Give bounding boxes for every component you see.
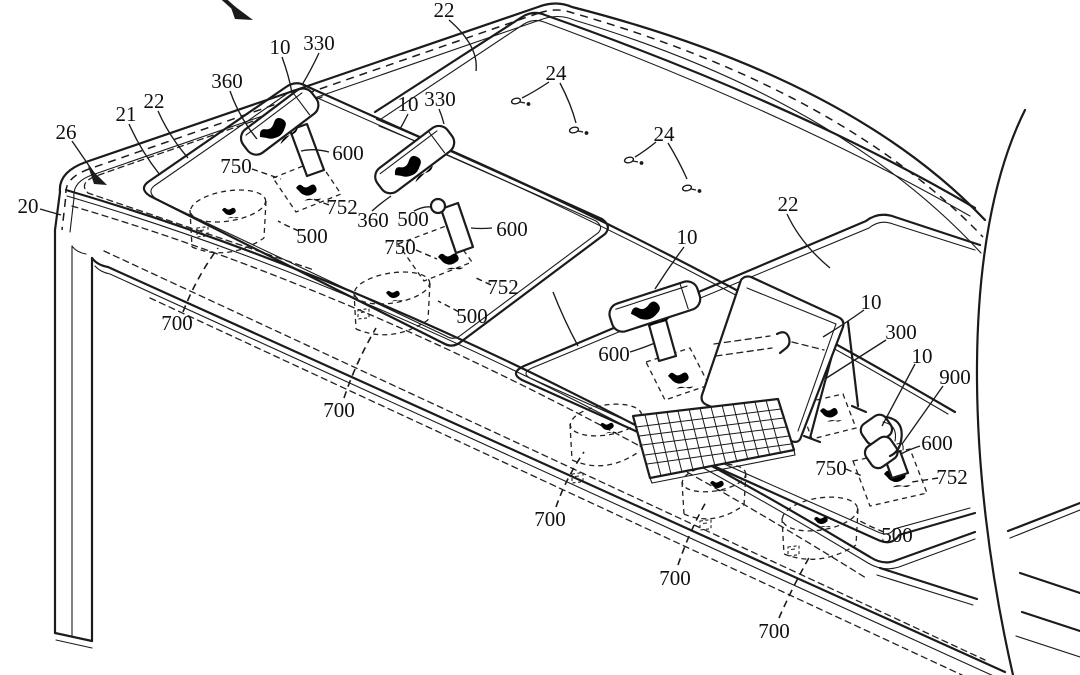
leader-lines [39, 0, 944, 533]
ref-label-21-8: 21 [116, 102, 137, 126]
stand-pivot-ring [429, 197, 447, 215]
hidden-frame-26 [83, 96, 323, 271]
leader-700-1 [182, 247, 219, 313]
ref-label-360-3: 360 [211, 69, 243, 93]
ref-label-700-37: 700 [758, 619, 790, 643]
hidden-face-line-1 [71, 205, 867, 579]
ref-label-360-16: 360 [357, 208, 389, 232]
well-5 [781, 496, 859, 560]
leader-700-2 [343, 327, 377, 399]
hidden-face-line-3 [149, 297, 963, 675]
devices [239, 87, 910, 484]
leader-700-3 [555, 451, 585, 508]
ref-label-10-20: 10 [677, 225, 698, 249]
headphones [859, 413, 910, 480]
panel-left [142, 82, 609, 347]
recess-3 [645, 347, 710, 401]
table-leg-bottom [53, 631, 94, 643]
ref-label-500-15: 500 [296, 224, 328, 248]
ref-label-750-13: 750 [220, 154, 252, 178]
ref-label-600-18: 600 [496, 217, 528, 241]
ref-label-752-22: 752 [487, 275, 519, 299]
headphone-cup-2 [863, 435, 899, 470]
break-resume-lower [1018, 571, 1080, 633]
ref-label-752-33: 752 [936, 465, 968, 489]
leader-700-4 [677, 501, 707, 566]
ref-label-10-24: 10 [861, 290, 882, 314]
ref-label-10-1: 10 [270, 35, 291, 59]
table-right-end-edge-2 [876, 574, 974, 606]
figure-pointer-arrow [221, 0, 253, 20]
ref-label-330-2: 330 [303, 31, 335, 55]
ref-label-700-35: 700 [534, 507, 566, 531]
ref-label-22-21: 22 [778, 192, 799, 216]
recess-2 [396, 225, 474, 282]
phone-stand-arm-2 [439, 201, 475, 255]
panel-right-inner [525, 221, 976, 535]
panel-right [514, 213, 982, 544]
well-2 [353, 271, 431, 336]
surface-panels [142, 11, 982, 544]
table-front-bottom-edge-2 [94, 265, 993, 675]
headphone-band [884, 415, 903, 458]
table [53, 2, 1080, 675]
ref-label-500-17: 500 [397, 207, 429, 231]
panel-back-inner [378, 19, 971, 415]
ref-label-700-30: 700 [323, 398, 355, 422]
smartphone-2 [374, 124, 456, 195]
ref-label-20-12: 20 [18, 194, 39, 218]
ref-label-10-28: 10 [912, 344, 933, 368]
ref-label-600-27: 600 [598, 342, 630, 366]
table-back-edge-outer [53, 2, 987, 635]
port-icon-2 [568, 125, 590, 136]
leader-700-5 [778, 555, 811, 619]
break-line [975, 108, 1027, 675]
ref-label-750-19: 750 [384, 235, 416, 259]
ref-label-500-23: 500 [456, 304, 488, 328]
stand-hook [775, 331, 791, 355]
ref-label-500-34: 500 [881, 523, 913, 547]
smartphone-1 [239, 87, 320, 156]
ref-label-330-6: 330 [424, 87, 456, 111]
arrow-26 [71, 140, 107, 185]
ref-label-700-36: 700 [659, 566, 691, 590]
table-front-top-edge [64, 188, 977, 564]
table-right-end-edge [878, 566, 979, 601]
ref-label-600-31: 600 [921, 431, 953, 455]
port-icon-1 [510, 96, 532, 107]
ref-label-10-5: 10 [398, 92, 419, 116]
well-1 [189, 189, 267, 254]
table-front-bottom-edge [90, 256, 1007, 674]
ref-label-24-10: 24 [654, 122, 676, 146]
keyboard [631, 397, 796, 484]
table-leg-mid-line [71, 245, 87, 638]
hidden-face-line-2 [103, 250, 986, 661]
port-icon-3 [623, 155, 645, 166]
ref-label-300-25: 300 [885, 320, 917, 344]
keyboard-keys [635, 399, 792, 477]
break-resume-edge [1006, 501, 1080, 533]
ref-label-752-14: 752 [326, 195, 358, 219]
ref-label-22-0: 22 [434, 0, 455, 22]
ref-label-26-9: 26 [56, 120, 77, 144]
ref-label-700-26: 700 [161, 311, 193, 335]
break-resume-edge-2 [1009, 509, 1080, 539]
phone-stand-arm-3 [647, 318, 678, 363]
ref-label-750-32: 750 [815, 456, 847, 480]
port-icon-4 [681, 183, 703, 194]
table-front-top-edge-2 [66, 195, 976, 570]
docking-wells [182, 159, 928, 619]
table-leg-foot [55, 639, 93, 649]
ref-label-600-11: 600 [332, 141, 364, 165]
ref-label-22-7: 22 [144, 89, 165, 113]
ref-label-24-4: 24 [546, 61, 568, 85]
break-resume-lower-2 [1015, 635, 1080, 658]
table-back-edge-hidden [61, 9, 984, 238]
ref-label-900-29: 900 [939, 365, 971, 389]
smartphone-3 [608, 280, 702, 333]
recess-kickstand [798, 393, 857, 440]
